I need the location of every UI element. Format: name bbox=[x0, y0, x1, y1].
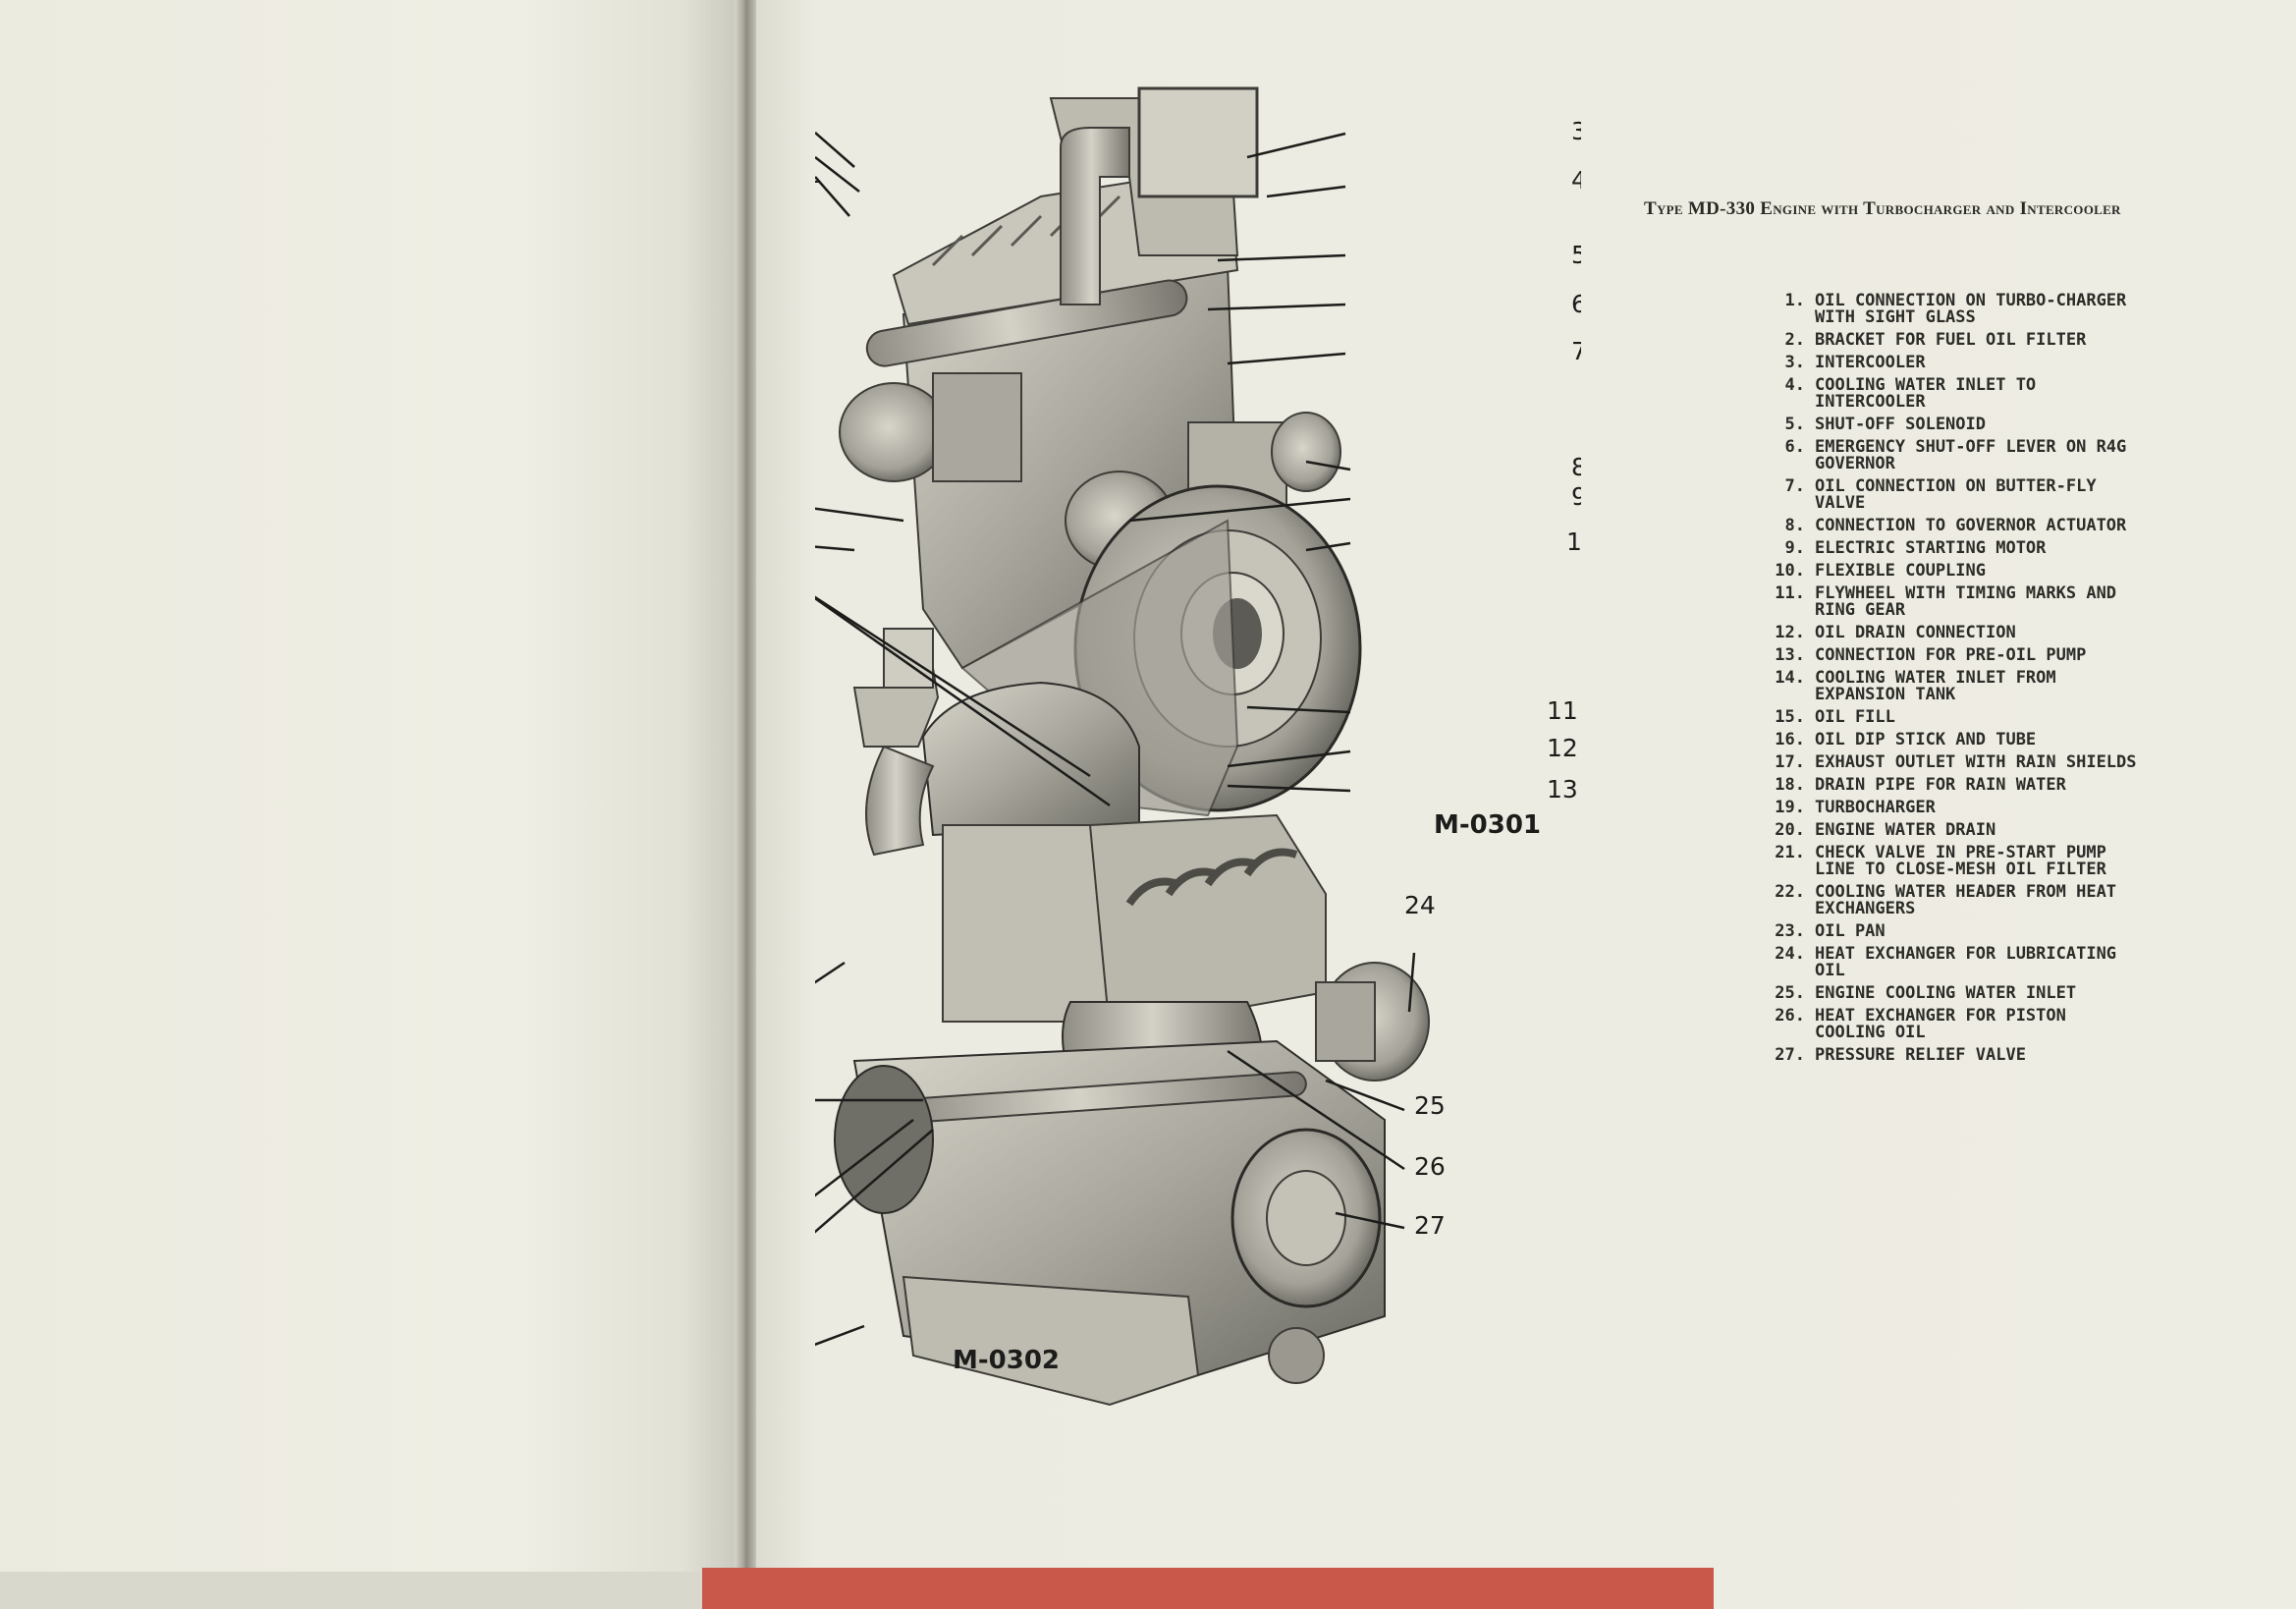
legend-item: 20.ENGINE WATER DRAIN bbox=[1775, 820, 1996, 840]
callout-12: 12 bbox=[1547, 734, 1578, 762]
callout-7: 7 bbox=[1571, 337, 1581, 365]
legend-item: 5.SHUT-OFF SOLENOID bbox=[1784, 415, 1986, 434]
legend-item: 9.ELECTRIC STARTING MOTOR bbox=[1784, 538, 2047, 558]
callout-5: 5 bbox=[1571, 241, 1581, 269]
legend-item: 24.HEAT EXCHANGER FOR LUBRICATING OIL bbox=[1775, 944, 2117, 980]
left-page bbox=[0, 0, 741, 1609]
legend-item: 25.ENGINE COOLING WATER INLET bbox=[1775, 983, 2077, 1003]
callout-numbers: 2 1 3 4 5 6 7 8 9 10 11 12 13 14 15 16 1… bbox=[815, 117, 1581, 1240]
legend-item: 11.FLYWHEEL WITH TIMING MARKS AND RING G… bbox=[1775, 583, 2117, 620]
callout-6: 6 bbox=[1571, 290, 1581, 318]
engine-top-photo bbox=[839, 86, 1362, 817]
legend-item: 19.TURBOCHARGER bbox=[1775, 798, 1936, 817]
legend-item: 13.CONNECTION FOR PRE-OIL PUMP bbox=[1775, 645, 2087, 665]
legend-item: 16.OIL DIP STICK AND TUBE bbox=[1775, 730, 2037, 749]
legend-item: 6.EMERGENCY SHUT-OFF LEVER ON R4G GOVERN… bbox=[1784, 437, 2127, 473]
callout-3: 3 bbox=[1571, 117, 1581, 145]
callout-11: 11 bbox=[1547, 696, 1578, 725]
callout-4: 4 bbox=[1571, 166, 1581, 194]
legend-item: 18.DRAIN PIPE FOR RAIN WATER bbox=[1775, 775, 2066, 795]
legend-item: 27.PRESSURE RELIEF VALVE bbox=[1775, 1045, 2026, 1065]
callout-27: 27 bbox=[1414, 1211, 1446, 1240]
callout-8: 8 bbox=[1571, 453, 1581, 481]
callout-24: 24 bbox=[1404, 891, 1436, 919]
callout-9: 9 bbox=[1571, 482, 1581, 511]
legend-item: 21.CHECK VALVE IN PRE-START PUMP LINE TO… bbox=[1775, 843, 2106, 879]
legend-item: 2.BRACKET FOR FUEL OIL FILTER bbox=[1784, 330, 2087, 350]
legend-item: 1.OIL CONNECTION ON TURBO-CHARGER WITH S… bbox=[1784, 291, 2127, 327]
parts-legend: 1.OIL CONNECTION ON TURBO-CHARGER WITH S… bbox=[1768, 293, 2141, 1070]
legend-item: 12.OIL DRAIN CONNECTION bbox=[1775, 623, 2016, 642]
callout-26: 26 bbox=[1414, 1152, 1446, 1181]
legend-item: 3.INTERCOOLER bbox=[1784, 353, 1926, 372]
callout-1: 1 bbox=[815, 160, 821, 189]
figure-id-top: M-0301 bbox=[1434, 810, 1541, 840]
legend-item: 7.OIL CONNECTION ON BUTTER-FLY VALVE bbox=[1784, 476, 2097, 513]
leader-lines bbox=[815, 132, 1416, 1347]
book-cover-edge bbox=[702, 1568, 1714, 1609]
legend-item: 10.FLEXIBLE COUPLING bbox=[1775, 561, 1986, 581]
legend-item: 8.CONNECTION TO GOVERNOR ACTUATOR bbox=[1784, 516, 2127, 535]
legend-item: 23.OIL PAN bbox=[1775, 921, 1886, 941]
figure-caption: Type MD-330 Engine with Turbocharger and… bbox=[1644, 198, 2121, 219]
engine-bottom-photo bbox=[834, 628, 1430, 1407]
legend-item: 22.COOLING WATER HEADER FROM HEAT EXCHAN… bbox=[1775, 882, 2117, 918]
callout-25: 25 bbox=[1414, 1091, 1446, 1120]
callout-10: 10 bbox=[1566, 527, 1581, 556]
legend-item: 4.COOLING WATER INLET TO INTERCOOLER bbox=[1784, 375, 2037, 412]
figure-id-bottom: M-0302 bbox=[953, 1346, 1060, 1375]
legend-item: 15.OIL FILL bbox=[1775, 707, 1895, 727]
legend-item: 26.HEAT EXCHANGER FOR PISTON COOLING OIL bbox=[1775, 1006, 2066, 1042]
left-page-bottom-edge bbox=[0, 1572, 741, 1609]
legend-item: 17.EXHAUST OUTLET WITH RAIN SHIELDS bbox=[1775, 752, 2137, 772]
book-gutter bbox=[735, 0, 756, 1609]
engine-figure: 2 1 3 4 5 6 7 8 9 10 11 12 13 14 15 16 1… bbox=[815, 86, 1581, 1407]
legend-item: 14.COOLING WATER INLET FROM EXPANSION TA… bbox=[1775, 668, 2056, 704]
callout-13: 13 bbox=[1547, 775, 1578, 804]
